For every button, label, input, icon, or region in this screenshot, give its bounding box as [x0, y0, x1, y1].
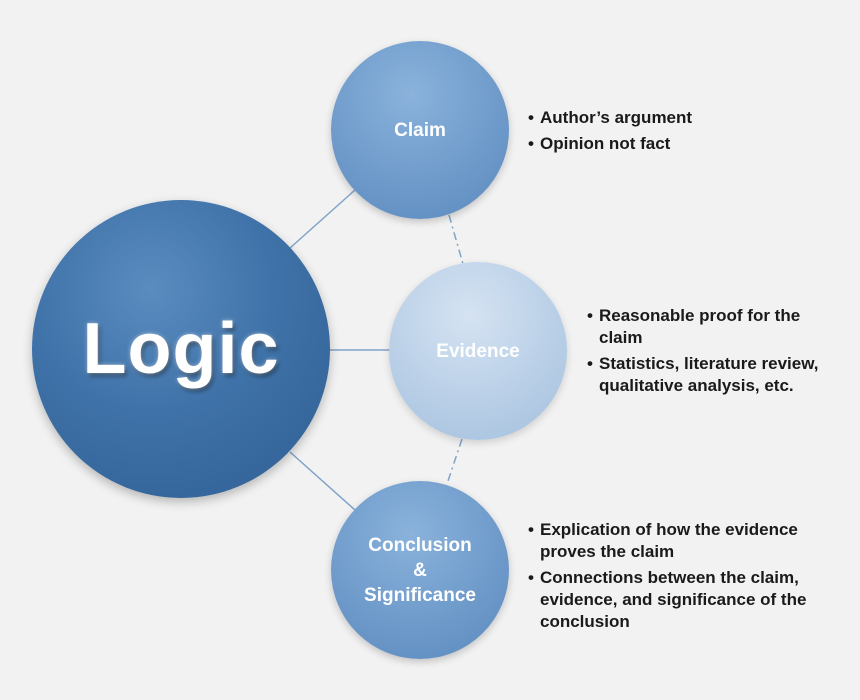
- conclusion-label-line-2: &: [413, 559, 427, 581]
- claim-bullet-list: Author’s argument Opinion not fact: [528, 107, 828, 159]
- claim-bullet: Author’s argument: [528, 107, 828, 129]
- claim-circle: Claim: [331, 41, 509, 219]
- conclusion-bullet: Explication of how the evidence proves t…: [528, 519, 828, 563]
- connector-logic-conclusion: [289, 451, 356, 511]
- connector-claim-evidence: [448, 214, 464, 265]
- evidence-bullet-list: Reasonable proof for the claim Statistic…: [587, 305, 847, 401]
- claim-bullet: Opinion not fact: [528, 133, 828, 155]
- conclusion-bullet-list: Explication of how the evidence proves t…: [528, 519, 828, 637]
- evidence-bullet: Reasonable proof for the claim: [587, 305, 847, 349]
- conclusion-bullet: Connections between the claim, evidence,…: [528, 567, 828, 633]
- connector-logic-claim: [289, 189, 356, 249]
- logic-circle: Logic: [32, 200, 330, 498]
- evidence-bullet: Statistics, literature review, qualitati…: [587, 353, 847, 397]
- conclusion-label-line-3: Significance: [364, 584, 476, 606]
- logic-label: Logic: [82, 309, 280, 389]
- conclusion-label: Conclusion & Significance: [364, 533, 476, 608]
- connector-evidence-conclusion: [446, 438, 463, 485]
- conclusion-circle: Conclusion & Significance: [331, 481, 509, 659]
- conclusion-label-line-1: Conclusion: [368, 534, 472, 556]
- claim-label: Claim: [394, 119, 446, 141]
- evidence-label: Evidence: [436, 340, 520, 362]
- evidence-circle: Evidence: [389, 262, 567, 440]
